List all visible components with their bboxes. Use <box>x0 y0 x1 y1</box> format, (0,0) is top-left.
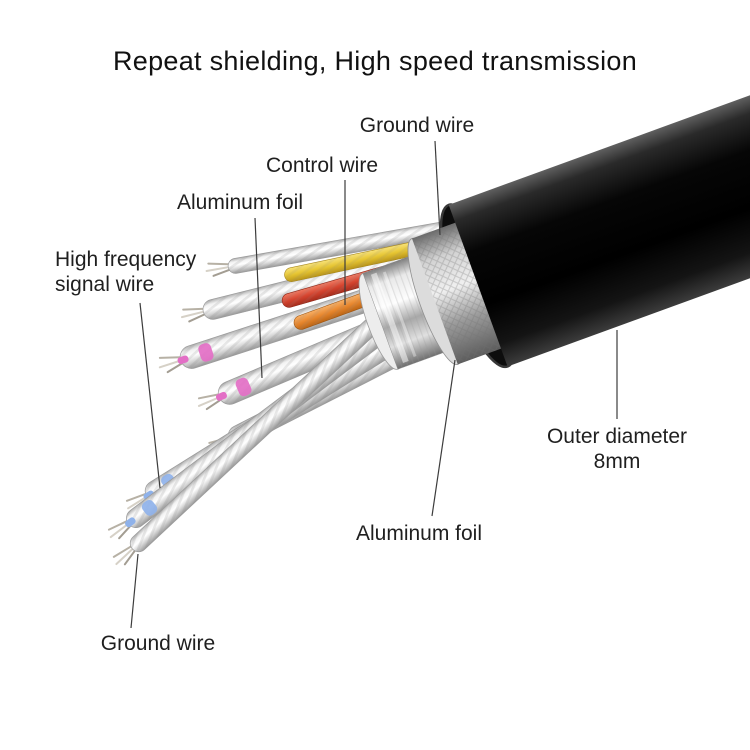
leader-high-frequency-signal-wire <box>139 302 161 489</box>
label-aluminum-foil-top: Aluminum foil <box>176 191 304 214</box>
label-high-frequency-signal-wire: High frequency signal wire <box>55 247 196 297</box>
leader-lines <box>130 140 618 629</box>
leader-ground-wire-top <box>434 140 441 236</box>
label-aluminum-foil-bottom: Aluminum foil <box>355 522 483 545</box>
page-title: Repeat shielding, High speed transmissio… <box>112 46 638 76</box>
cable-jacket <box>448 42 750 367</box>
leader-aluminum-foil-bottom <box>431 359 456 517</box>
label-outer-diameter-line1: Outer diameter <box>546 425 688 448</box>
label-ground-wire-top: Ground wire <box>359 114 475 137</box>
label-outer-diameter-line2: 8mm <box>593 450 641 473</box>
cable-assembly <box>107 42 750 566</box>
label-ground-wire-bottom: Ground wire <box>100 632 216 655</box>
label-outer-diameter: Outer diameter 8mm <box>547 424 687 474</box>
leader-aluminum-foil-top <box>254 217 263 379</box>
label-high-frequency-line2: signal wire <box>55 273 155 296</box>
label-high-frequency-line1: High frequency <box>55 248 197 271</box>
label-control-wire: Control wire <box>265 154 379 177</box>
leader-ground-wire-bottom <box>130 553 139 629</box>
